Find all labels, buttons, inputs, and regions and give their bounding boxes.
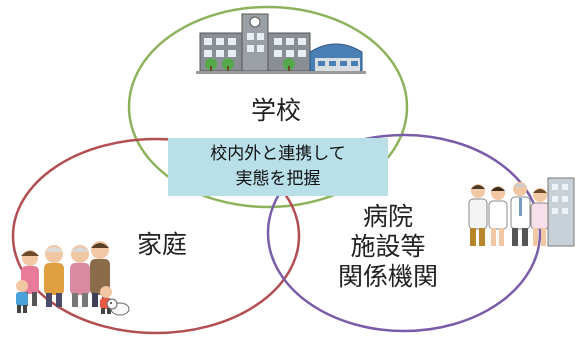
- hospital-label-line: 施設等: [350, 232, 426, 261]
- center-note-box: 校内外と連携して 実態を把握: [168, 138, 388, 196]
- family-group-icon: [16, 241, 112, 314]
- school-building-icon: [196, 13, 366, 74]
- hospital-label-line: 病院: [362, 202, 413, 231]
- center-note-line: 実態を把握: [235, 169, 321, 189]
- medical-staff-icon: [468, 182, 550, 246]
- center-note-line: 校内外と連携して: [210, 144, 346, 164]
- school-circle: [127, 5, 409, 209]
- hospital-building-icon: [547, 177, 575, 247]
- hospital-label-line: 関係機関: [337, 262, 438, 291]
- family-label: 家庭: [136, 230, 187, 259]
- hospital-circle: [266, 133, 542, 333]
- dog-icon: [106, 298, 130, 316]
- family-circle: [11, 137, 301, 335]
- school-label: 学校: [250, 96, 301, 125]
